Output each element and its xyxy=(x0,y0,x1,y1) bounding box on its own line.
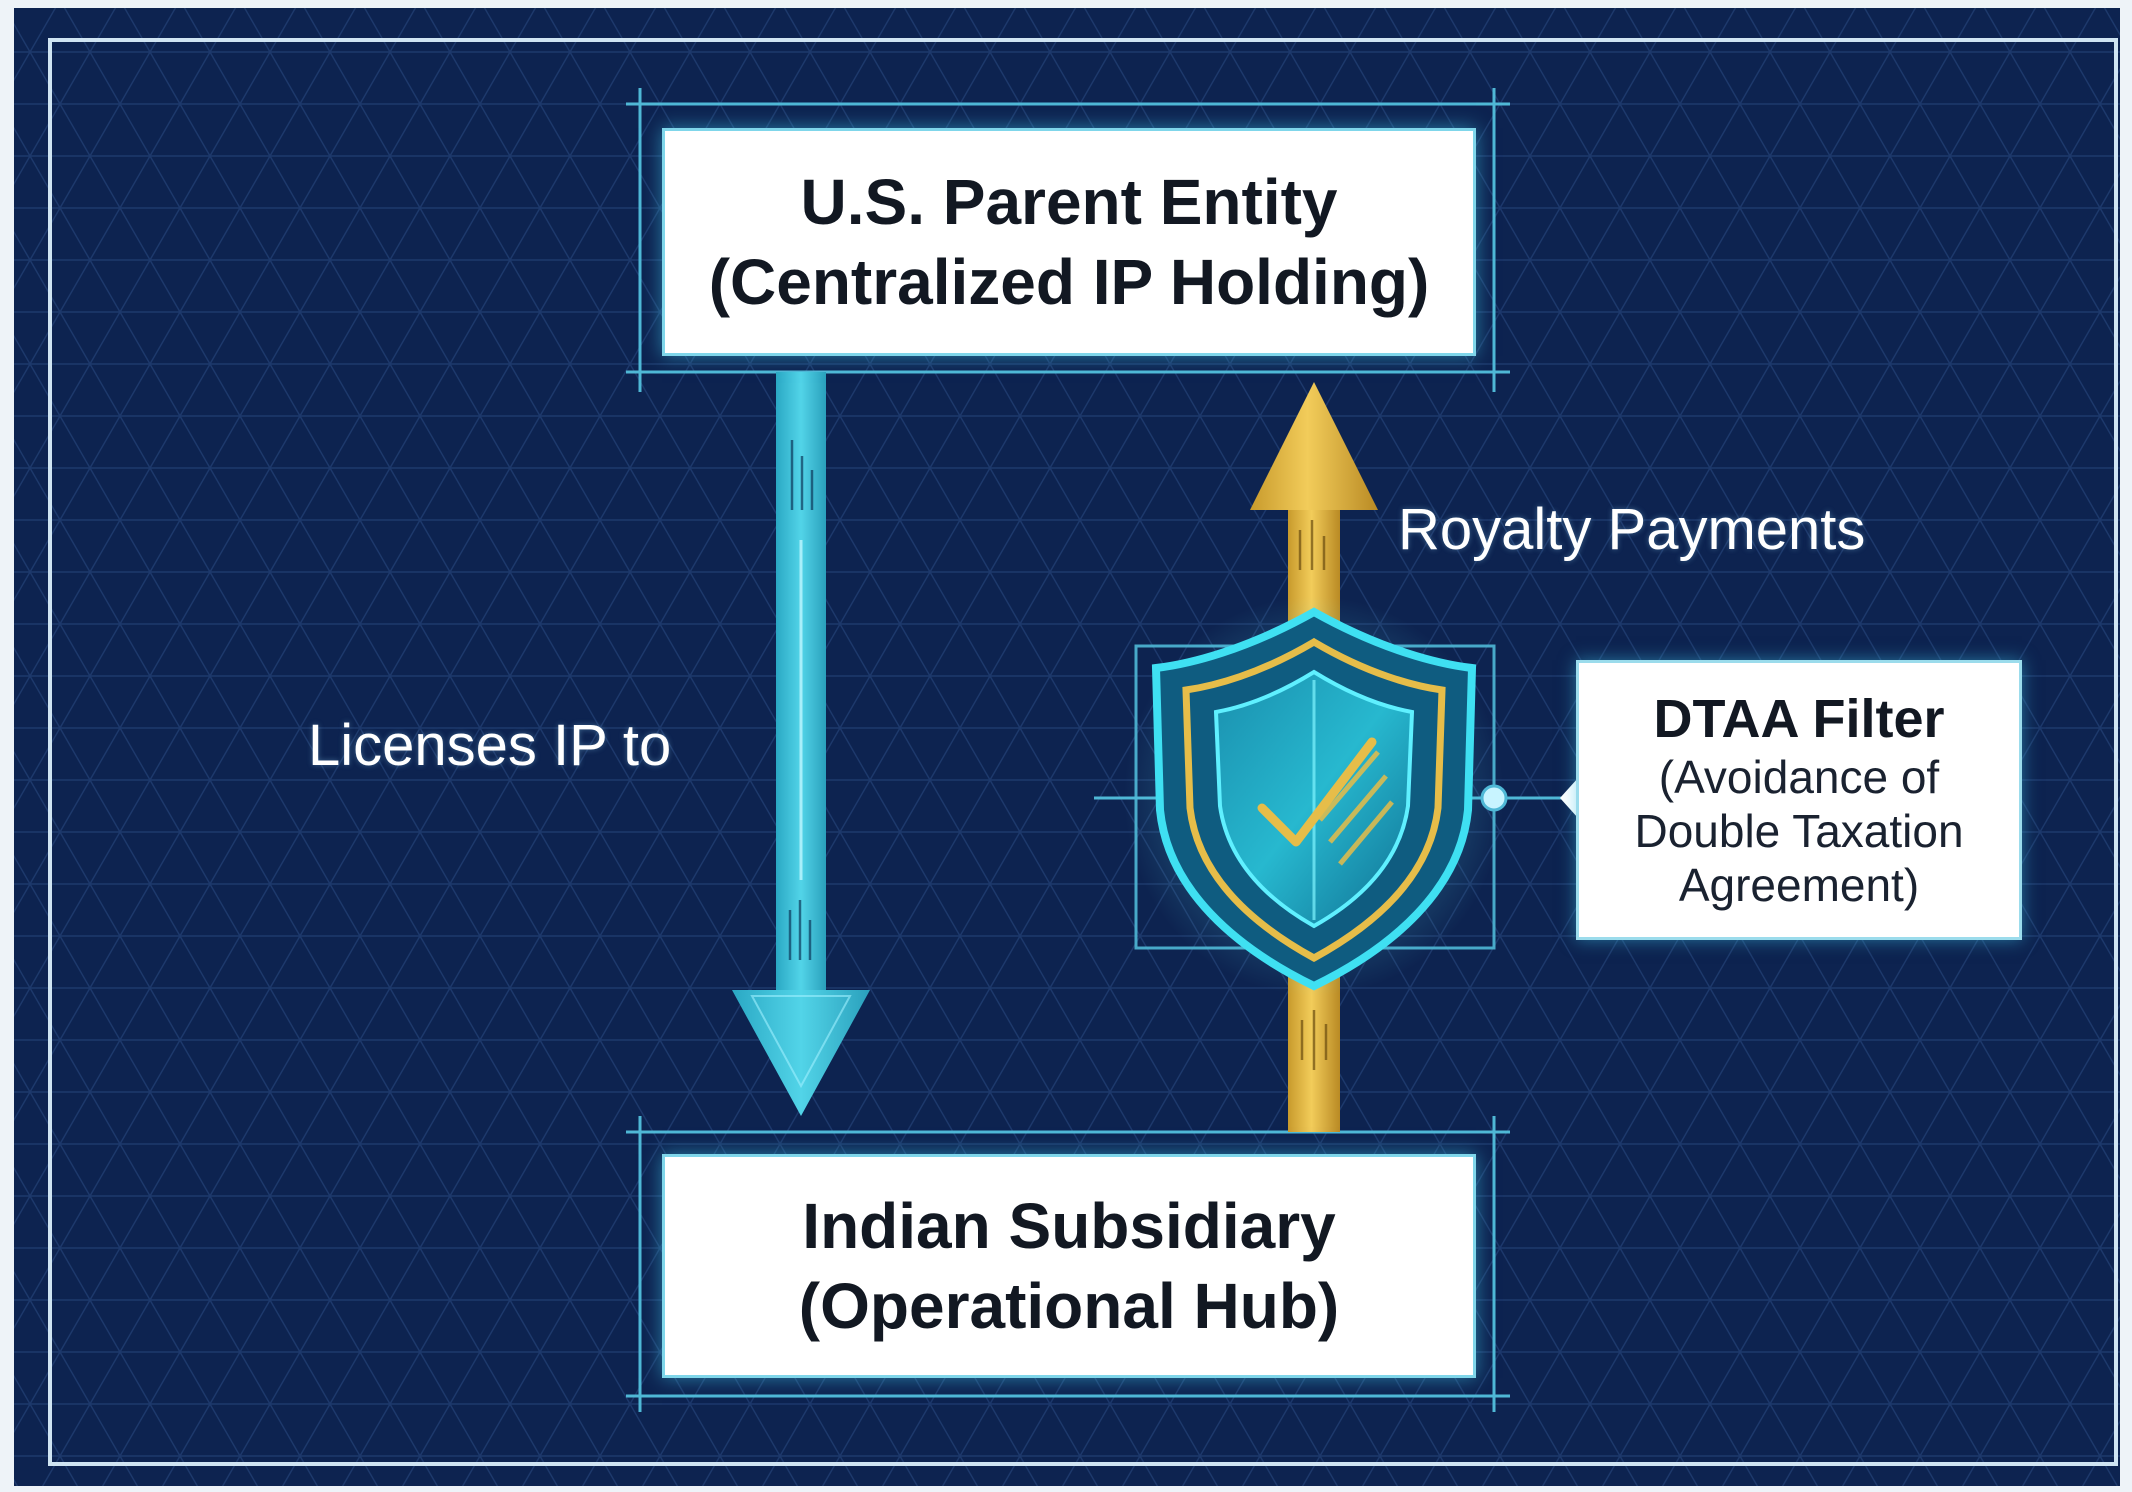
subsidiary-title: Indian Subsidiary xyxy=(802,1190,1336,1262)
parent-guides xyxy=(626,88,1510,392)
shield-icon xyxy=(1094,596,1578,996)
dtaa-filter-title: DTAA Filter xyxy=(1653,689,1945,749)
outer-frame xyxy=(48,38,2118,1466)
dtaa-filter-line-1: (Avoidance of xyxy=(1658,751,1940,803)
dtaa-filter-box: DTAA Filter (Avoidance of Double Taxatio… xyxy=(1576,660,2022,940)
subsidiary-box: Indian Subsidiary (Operational Hub) xyxy=(662,1154,1476,1378)
parent-entity-subtitle: (Centralized IP Holding) xyxy=(708,246,1430,318)
dtaa-filter-line-3: Agreement) xyxy=(1678,859,1920,911)
subsidiary-guides xyxy=(626,1116,1510,1412)
parent-entity-box: U.S. Parent Entity (Centralized IP Holdi… xyxy=(662,128,1476,356)
dtaa-filter-line-2: Double Taxation xyxy=(1634,805,1964,857)
licenses-arrow xyxy=(732,372,870,1116)
licenses-label: Licenses IP to xyxy=(308,713,672,778)
subsidiary-subtitle: (Operational Hub) xyxy=(798,1270,1340,1342)
royalty-payments-label: Royalty Payments xyxy=(1398,497,1866,562)
parent-entity-title: U.S. Parent Entity xyxy=(800,166,1338,238)
